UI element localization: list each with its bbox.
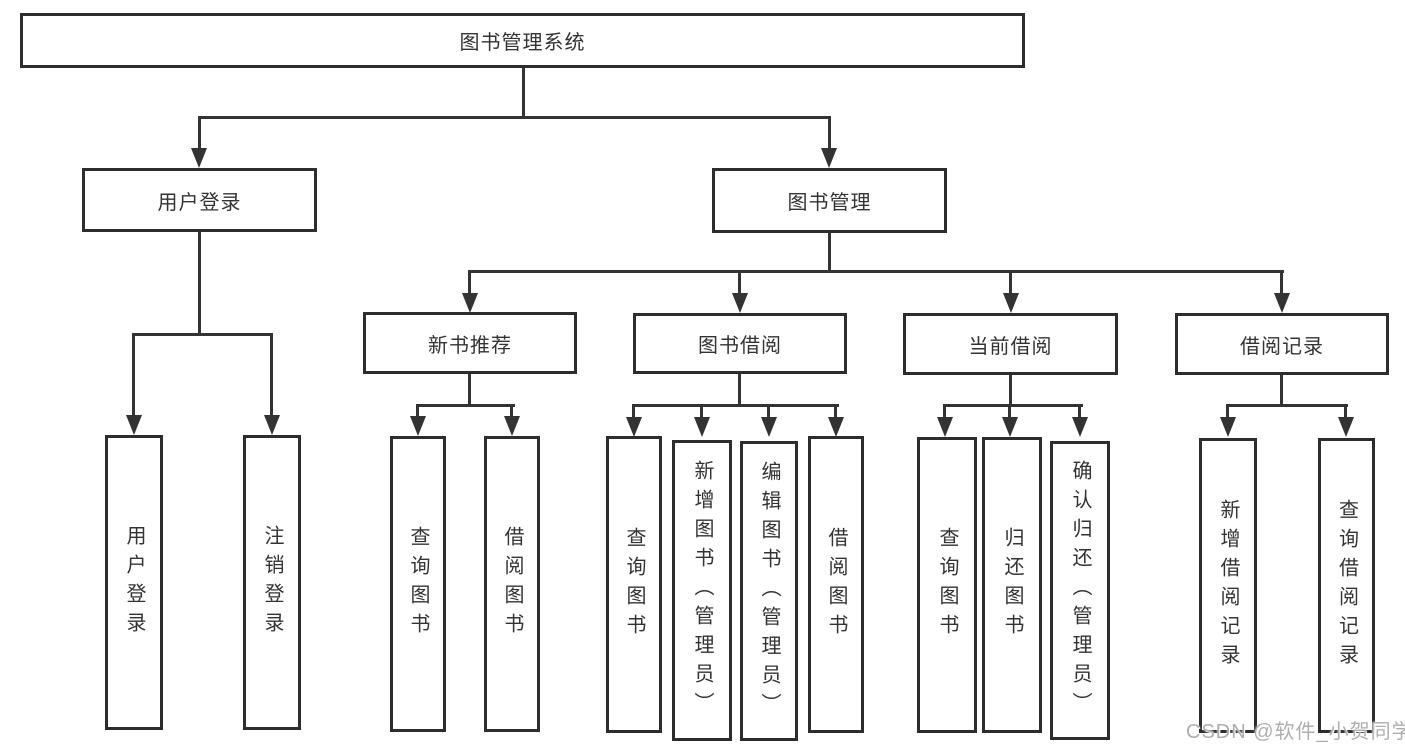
connector-line bbox=[1009, 375, 1012, 407]
arrowhead-icon bbox=[1338, 417, 1354, 437]
node-label: 新书推荐 bbox=[428, 334, 512, 357]
node-label: 图书管理 bbox=[787, 192, 872, 214]
connector-line bbox=[1009, 270, 1012, 295]
csdn-watermark: CSDN @软件_小贺同学 bbox=[1186, 721, 1405, 743]
node-book-borrow: 图书借阅 bbox=[633, 313, 847, 374]
arrowhead-icon bbox=[732, 293, 748, 313]
connector-line bbox=[834, 404, 837, 418]
arrowhead-icon bbox=[462, 293, 478, 313]
leaf-label: 确认归还（管理员） bbox=[1069, 460, 1091, 721]
connector-line bbox=[1280, 375, 1283, 407]
connector-line bbox=[943, 404, 1083, 407]
node-root: 图书管理系统 bbox=[20, 13, 1025, 68]
arrowhead-icon bbox=[504, 416, 520, 436]
connector-line bbox=[1280, 270, 1283, 295]
connector-line bbox=[468, 270, 1284, 273]
leaf-label: 编辑图书（管理员） bbox=[758, 460, 780, 722]
connector-line bbox=[198, 116, 831, 119]
leaf-add-borrow-record: 新增借阅记录 bbox=[1199, 438, 1257, 733]
arrowhead-icon bbox=[264, 415, 280, 435]
arrowhead-icon bbox=[937, 417, 953, 437]
connector-line bbox=[416, 404, 419, 418]
leaf-label: 借阅图书 bbox=[825, 526, 847, 643]
leaf-search-books-2: 查询图书 bbox=[606, 436, 662, 733]
leaf-label: 查询借阅记录 bbox=[1335, 498, 1358, 673]
leaf-logout-login: 注销登录 bbox=[243, 435, 301, 730]
connector-line bbox=[1008, 404, 1011, 418]
leaf-label: 注销登录 bbox=[261, 524, 283, 641]
leaf-add-book-admin: 新增图书（管理员） bbox=[672, 440, 732, 741]
connector-line bbox=[132, 333, 273, 336]
leaf-label: 用户登录 bbox=[123, 524, 145, 641]
leaf-label: 查询图书 bbox=[936, 527, 958, 643]
connector-line bbox=[522, 68, 525, 118]
arrowhead-icon bbox=[1003, 293, 1019, 313]
leaf-borrow-books-2: 借阅图书 bbox=[808, 436, 864, 733]
connector-line bbox=[700, 404, 703, 418]
connector-line bbox=[632, 404, 635, 418]
arrowhead-icon bbox=[410, 416, 426, 436]
connector-line bbox=[468, 270, 471, 295]
connector-line bbox=[1226, 404, 1229, 418]
node-label: 用户登录 bbox=[157, 191, 242, 214]
leaf-edit-book-admin: 编辑图书（管理员） bbox=[740, 441, 798, 741]
arrowhead-icon bbox=[821, 148, 837, 168]
connector-line bbox=[943, 404, 946, 418]
leaf-return-book: 归还图书 bbox=[982, 437, 1042, 733]
arrowhead-icon bbox=[1002, 417, 1018, 437]
connector-line bbox=[1226, 404, 1348, 407]
leaf-label: 查询图书 bbox=[407, 526, 429, 642]
leaf-user-login: 用户登录 bbox=[105, 435, 163, 730]
leaf-label: 查询图书 bbox=[623, 526, 645, 643]
node-label: 图书借阅 bbox=[698, 335, 782, 357]
arrowhead-icon bbox=[1072, 417, 1088, 437]
arrowhead-icon bbox=[761, 417, 777, 437]
leaf-label: 归还图书 bbox=[1001, 527, 1023, 643]
connector-line bbox=[198, 232, 201, 335]
node-new-book-recommend: 新书推荐 bbox=[363, 312, 577, 374]
arrowhead-icon bbox=[191, 148, 207, 168]
node-book-management: 图书管理 bbox=[712, 168, 947, 233]
leaf-confirm-return-admin: 确认归还（管理员） bbox=[1050, 441, 1110, 740]
connector-line bbox=[738, 270, 741, 295]
leaf-label: 新增图书（管理员） bbox=[691, 460, 713, 721]
leaf-label: 借阅图书 bbox=[501, 526, 523, 642]
node-label: 借阅记录 bbox=[1240, 335, 1324, 358]
node-label: 当前借阅 bbox=[968, 335, 1053, 358]
leaf-search-borrow-record: 查询借阅记录 bbox=[1318, 438, 1375, 733]
connector-line bbox=[632, 404, 839, 407]
node-user-login: 用户登录 bbox=[82, 168, 317, 232]
connector-line bbox=[270, 333, 273, 415]
node-root-label: 图书管理系统 bbox=[459, 32, 586, 54]
arrowhead-icon bbox=[694, 417, 710, 437]
connector-line bbox=[767, 404, 770, 418]
connector-line bbox=[510, 404, 513, 418]
connector-line bbox=[828, 116, 831, 150]
leaf-search-books-3: 查询图书 bbox=[917, 437, 977, 733]
node-borrow-records: 借阅记录 bbox=[1175, 313, 1389, 375]
connector-line bbox=[1344, 404, 1347, 418]
connector-line bbox=[738, 374, 741, 407]
leaf-search-books-1: 查询图书 bbox=[390, 436, 446, 732]
connector-line bbox=[1078, 404, 1081, 418]
connector-line bbox=[416, 404, 515, 407]
arrowhead-icon bbox=[1274, 293, 1290, 313]
connector-line bbox=[468, 374, 471, 407]
connector-line bbox=[198, 116, 201, 150]
connector-line bbox=[132, 333, 135, 415]
connector-line bbox=[828, 233, 831, 273]
arrowhead-icon bbox=[828, 417, 844, 437]
arrowhead-icon bbox=[126, 415, 142, 435]
leaf-borrow-books-1: 借阅图书 bbox=[484, 436, 540, 732]
arrowhead-icon bbox=[626, 417, 642, 437]
node-current-borrow: 当前借阅 bbox=[903, 313, 1118, 375]
leaf-label: 新增借阅记录 bbox=[1217, 498, 1239, 673]
arrowhead-icon bbox=[1220, 417, 1236, 437]
